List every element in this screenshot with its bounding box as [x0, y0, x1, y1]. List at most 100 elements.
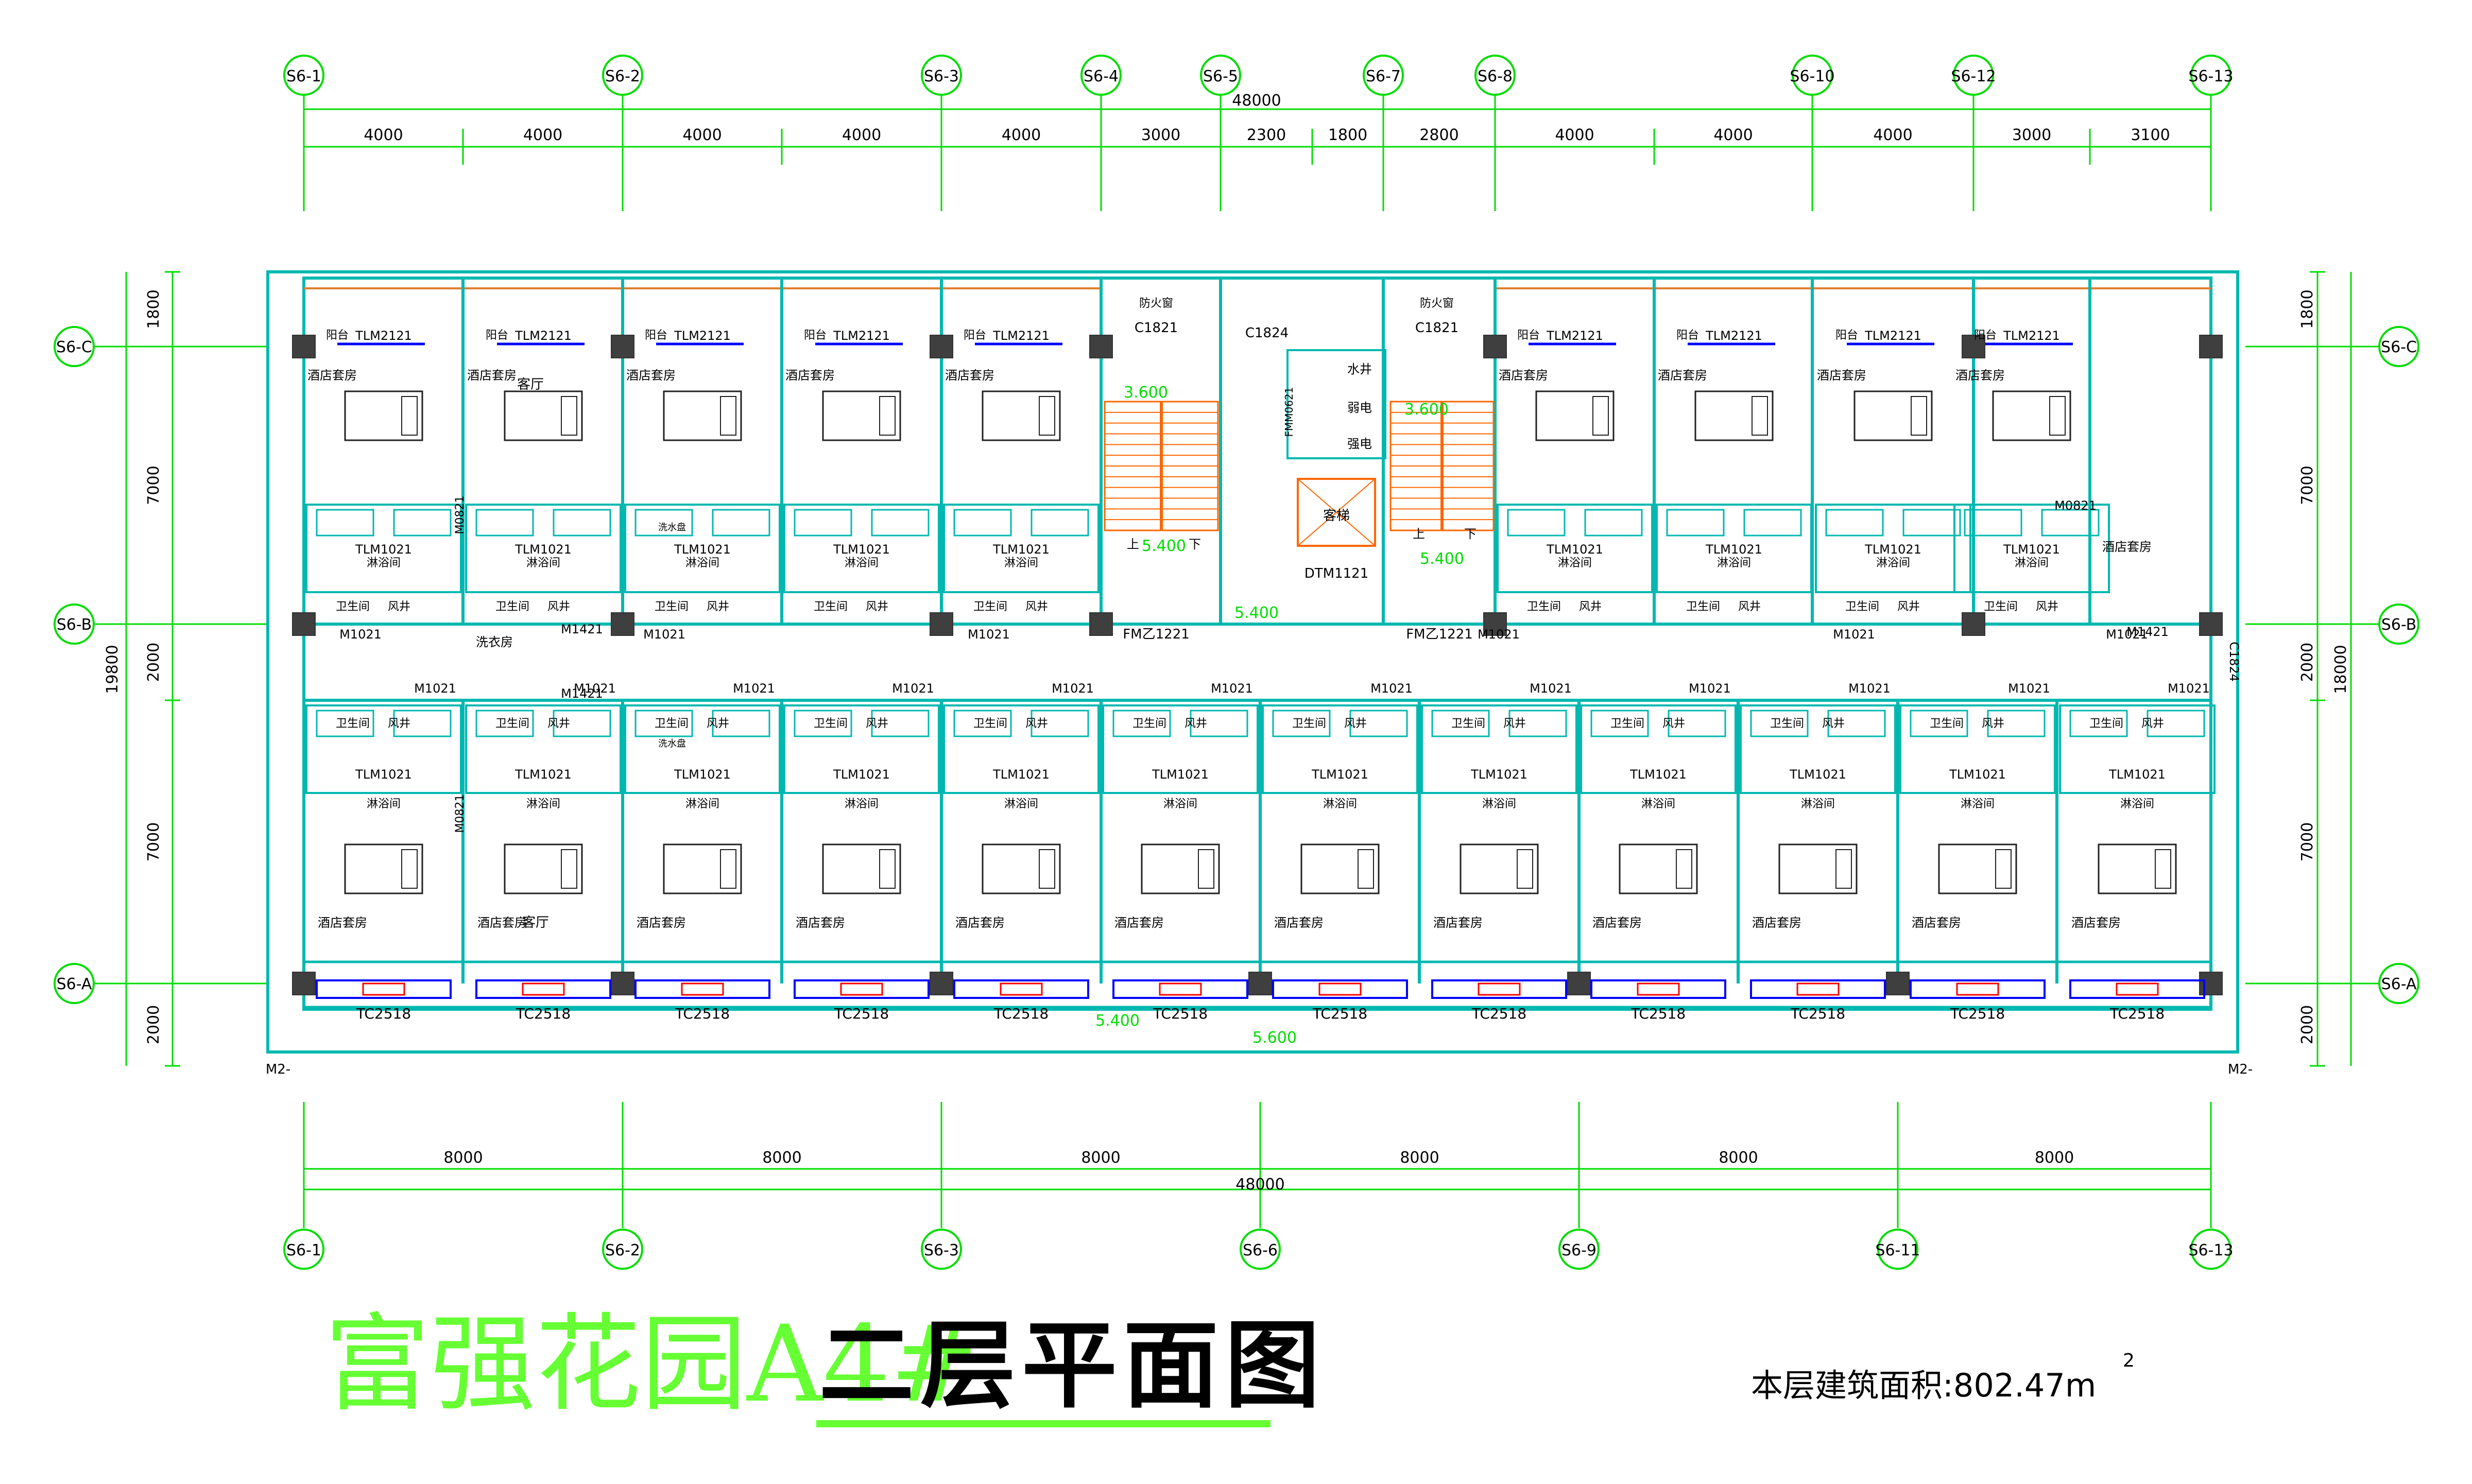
column: [1483, 612, 1507, 636]
label-door-tlm1021: TLM1021: [1789, 767, 1846, 782]
label-shaft: 风井: [2036, 600, 2058, 613]
bath-south-shower-right: [1031, 710, 1089, 737]
label-door-tlm1021: TLM1021: [1152, 767, 1209, 782]
dim-text-left: 7000: [145, 465, 163, 505]
column: [1483, 335, 1507, 358]
bath-north: [465, 504, 622, 593]
label-window-c1824: C1824: [2227, 642, 2241, 682]
room-contents: [305, 342, 2216, 999]
bath-south: [943, 704, 1100, 794]
label-wash: 洗衣房: [476, 635, 513, 649]
bath-south-shower-right: [2147, 710, 2205, 737]
label-fire-window: 防火窗: [1139, 297, 1173, 310]
label-shaft: 风井: [1982, 717, 2004, 730]
label-door-tlm1021: TLM1021: [992, 767, 1050, 782]
dim-text-top: 4000: [1713, 126, 1753, 144]
bed-south: [2098, 843, 2177, 894]
label-door-tlm1021: TLM1021: [1864, 542, 1921, 557]
label-door-tlm1021: TLM1021: [2108, 767, 2166, 782]
axis-label-right: S6-C: [2381, 338, 2417, 356]
label-shower: 淋浴间: [526, 557, 560, 570]
label-toilet: 卫生间: [1930, 717, 1964, 730]
label-stair-down: 下: [1464, 527, 1477, 541]
label-door-dtm1121: DTM1121: [1304, 566, 1369, 581]
label-door-m1021: M1021: [968, 627, 1010, 642]
bath-north: [1656, 504, 1812, 593]
dim-text-bottom: 8000: [762, 1149, 801, 1167]
label-door-tlm1021: TLM1021: [2003, 542, 2060, 557]
dim-text-bottom: 8000: [443, 1149, 483, 1167]
bed-south-pillow: [1835, 849, 1852, 889]
bath-south-shower-left: [1750, 710, 1809, 737]
level-5400: 5.400: [1142, 537, 1186, 555]
label-suite: 酒店套房: [637, 916, 686, 930]
label-suite: 酒店套房: [785, 368, 835, 383]
elevator-car: [1297, 478, 1376, 547]
label-suite: 酒店套房: [1433, 916, 1483, 930]
bed-south-pillow: [561, 849, 577, 889]
bath-south: [465, 704, 622, 794]
label-door-tlm1021: TLM1021: [674, 767, 731, 782]
label-suite: 酒店套房: [955, 916, 1005, 930]
column: [930, 972, 953, 995]
label-balcony: 阳台: [1517, 329, 1540, 342]
bath-north-shower-right: [871, 509, 930, 537]
label-m2-right: M2-: [2228, 1062, 2253, 1077]
bed-north: [344, 390, 423, 441]
label-shaft: 风井: [388, 717, 410, 730]
column: [292, 612, 316, 636]
label-door-m1021: M1021: [2106, 627, 2148, 642]
label-window-tlm2121: TLM2121: [833, 329, 890, 343]
level-5600: 5.600: [1252, 1029, 1297, 1047]
axis-label-bottom: S6-1: [286, 1241, 321, 1259]
label-door-m1021: M1021: [1530, 681, 1572, 696]
bath-north: [1815, 504, 1971, 593]
bed-north-pillow: [879, 396, 896, 436]
bed-south-pillow: [401, 849, 418, 889]
label-toilet: 卫生间: [1686, 600, 1720, 613]
bath-north-shower-left: [634, 509, 693, 537]
label-door-tlm1021: TLM1021: [1470, 767, 1527, 782]
label-door-m1021: M1021: [2008, 681, 2050, 696]
bed-south-pillow: [1358, 849, 1374, 889]
axis-bubble-bottom: [1240, 1229, 1281, 1270]
fire-window-mark: [681, 982, 724, 996]
label-stair-up: 上: [1413, 527, 1425, 541]
label-window-tc2518: TC2518: [675, 1005, 730, 1022]
label-door-m1021: M1021: [1211, 681, 1253, 696]
label-shaft: 风井: [1025, 717, 1048, 730]
label-door-m1021: M1021: [1833, 627, 1875, 642]
column: [611, 612, 634, 636]
label-toilet: 卫生间: [336, 600, 370, 613]
label-door-m1021: M1021: [339, 627, 382, 642]
label-elevator: 客梯: [1323, 508, 1350, 524]
label-shower: 淋浴间: [1558, 557, 1592, 570]
bed-north: [1694, 390, 1774, 441]
fire-window-mark: [1956, 982, 1999, 996]
column: [1962, 335, 1985, 358]
axis-bubble-bottom: [602, 1229, 643, 1270]
bath-south-shower-right: [871, 710, 930, 737]
axis-label-top: S6-3: [924, 67, 959, 85]
label-shower: 淋浴间: [2120, 798, 2154, 810]
column: [292, 335, 316, 358]
label-shower: 淋浴间: [367, 557, 401, 570]
bath-north-shower-left: [475, 509, 534, 537]
axis-bubble-top: [1953, 55, 1994, 96]
dim-text-top: 4000: [1555, 126, 1594, 144]
label-shower: 淋浴间: [1004, 557, 1038, 570]
label-toilet: 卫生间: [1451, 717, 1485, 730]
label-toilet: 卫生间: [1984, 600, 2018, 613]
label-window-tc2518: TC2518: [1312, 1005, 1367, 1022]
label-door-tlm1021: TLM1021: [514, 542, 572, 557]
elevator-x2: [1297, 478, 1376, 546]
axis-label-right: S6-A: [2381, 975, 2417, 993]
label-door-tlm1021: TLM1021: [1629, 767, 1687, 782]
label-door-m1421: M1421: [561, 686, 603, 701]
window-tc2518: [1590, 979, 1726, 999]
label-shower: 淋浴间: [1961, 798, 1995, 810]
dim-text-top-total: 48000: [1232, 92, 1281, 110]
label-window-c1821: C1821: [1135, 320, 1178, 336]
label-window-tc2518: TC2518: [356, 1005, 411, 1022]
label-window-c1824: C1824: [1245, 325, 1289, 341]
